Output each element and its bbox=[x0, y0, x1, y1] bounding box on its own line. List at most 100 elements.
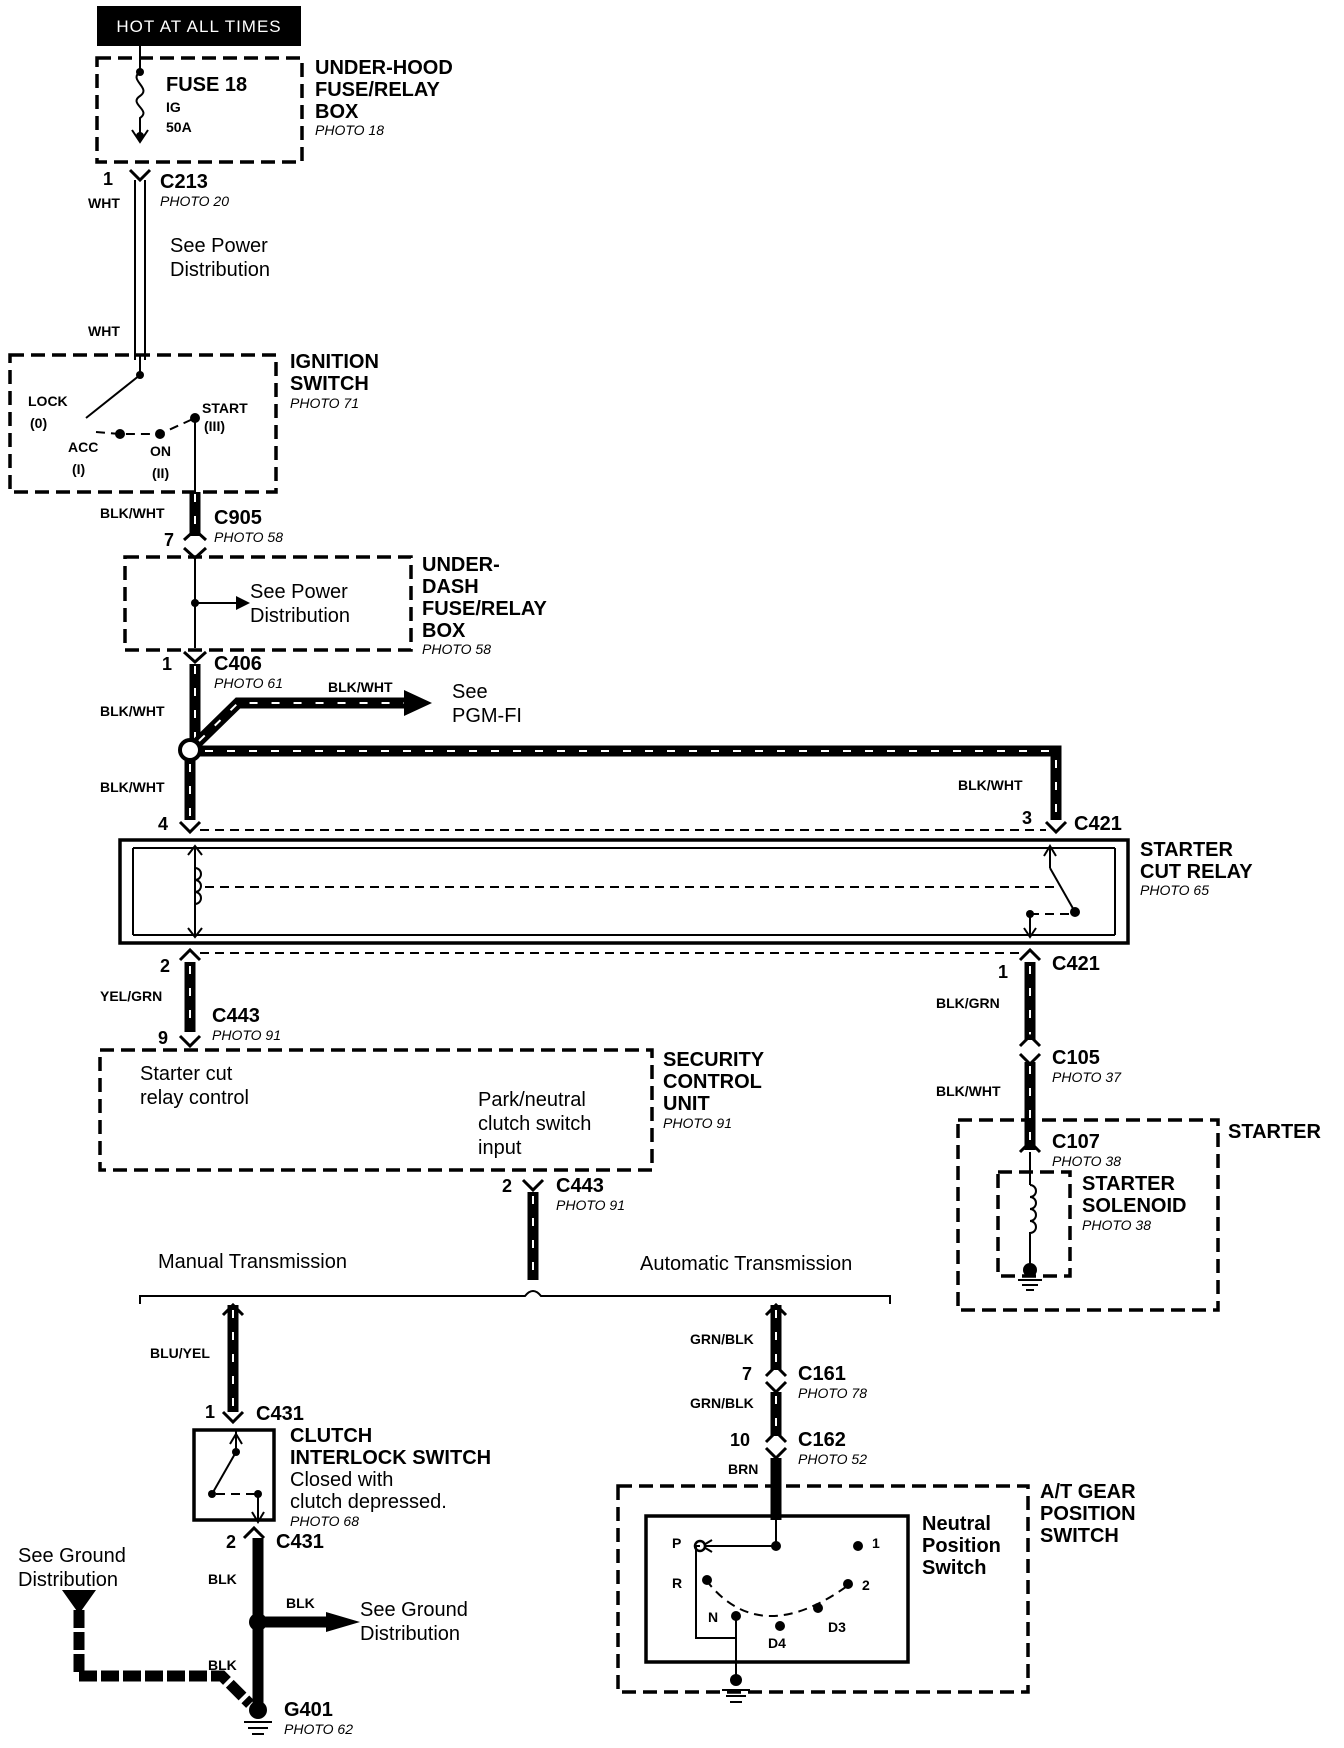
c213-pin: 1 bbox=[103, 169, 113, 189]
underdash-name-1: UNDER- bbox=[422, 554, 500, 576]
starter-solenoid-name-2: SOLENOID bbox=[1082, 1195, 1186, 1217]
clutch-switch-contact bbox=[211, 1451, 237, 1495]
ground-right-note-1: See Ground bbox=[360, 1599, 468, 1621]
pgm-fi-arrow bbox=[404, 690, 432, 716]
ignition-acc-label: ACC bbox=[68, 439, 98, 455]
security-input-3: input bbox=[478, 1137, 522, 1159]
underdash-photo: PHOTO 58 bbox=[422, 641, 491, 657]
c421-bottom-left-pin: 2 bbox=[160, 956, 170, 976]
starter-cut-relay-outline bbox=[118, 838, 1130, 945]
at-switch-name-2: POSITION bbox=[1040, 1503, 1136, 1525]
c421-bottom-right-pin: 1 bbox=[998, 962, 1008, 982]
relay-coil bbox=[194, 867, 202, 905]
ignition-switch-name-2: SWITCH bbox=[290, 373, 369, 395]
ignition-lock-label: LOCK bbox=[28, 393, 68, 409]
underdash-note-1: See Power bbox=[250, 581, 348, 603]
gear-1-label: 1 bbox=[872, 1535, 880, 1551]
gear-d3-label: D3 bbox=[828, 1619, 846, 1635]
c213-connector bbox=[128, 168, 152, 183]
c431-top-connector bbox=[221, 1410, 245, 1425]
gear-selector-arc bbox=[705, 1579, 851, 1617]
underdash-name-4: BOX bbox=[422, 620, 466, 642]
gear-p-label: P bbox=[672, 1535, 681, 1551]
ignition-switch-photo: PHOTO 71 bbox=[290, 395, 359, 411]
c421-bottom-left-wire: YEL/GRN bbox=[100, 988, 162, 1004]
clutch-switch-name-1: CLUTCH bbox=[290, 1425, 372, 1447]
relay-contact bbox=[1049, 867, 1076, 913]
clutch-switch-photo: PHOTO 68 bbox=[290, 1513, 359, 1529]
gear-r-label: R bbox=[672, 1575, 682, 1591]
c421-bottom-right-connector bbox=[1018, 947, 1042, 962]
banner-background bbox=[97, 6, 301, 46]
security-photo: PHOTO 91 bbox=[663, 1115, 732, 1131]
c213-wire-2: WHT bbox=[88, 323, 120, 339]
underdash-name-3: FUSE/RELAY bbox=[422, 598, 548, 620]
starter-name: STARTER bbox=[1228, 1121, 1322, 1143]
c421-bottom-right-wire: BLK/GRN bbox=[936, 995, 1000, 1011]
at-gear-position-switch-outline bbox=[616, 1484, 1030, 1694]
c107-connector bbox=[1018, 1139, 1042, 1154]
c406-pin: 1 bbox=[162, 654, 172, 674]
neutral-switch-name-3: Switch bbox=[922, 1557, 986, 1579]
underhood-fuse-box-outline bbox=[95, 56, 304, 164]
c162-name: C162 bbox=[798, 1429, 846, 1451]
starter-relay-name-1: STARTER bbox=[1140, 839, 1234, 861]
branch-bar bbox=[139, 1290, 891, 1304]
c431-top-pin: 1 bbox=[205, 1402, 215, 1422]
clutch-switch-note-1: Closed with bbox=[290, 1469, 393, 1491]
c421-bottom-left-connector bbox=[178, 947, 202, 962]
starter-solenoid-outline bbox=[996, 1170, 1072, 1278]
c162-photo: PHOTO 52 bbox=[798, 1451, 867, 1467]
c905-photo: PHOTO 58 bbox=[214, 529, 283, 545]
ignition-on-num: (II) bbox=[152, 465, 169, 481]
c443-bottom-connector bbox=[521, 1178, 545, 1193]
underdash-name-2: DASH bbox=[422, 576, 479, 598]
c406-name: C406 bbox=[214, 653, 262, 675]
c213-note-2: Distribution bbox=[170, 259, 270, 281]
banner-text: HOT AT ALL TIMES bbox=[116, 17, 281, 36]
c421-top-left-connector bbox=[178, 820, 202, 835]
starter-solenoid-photo: PHOTO 38 bbox=[1082, 1217, 1151, 1233]
security-relay-control-2: relay control bbox=[140, 1087, 249, 1109]
c421-top-name: C421 bbox=[1074, 813, 1122, 835]
c905-name: C905 bbox=[214, 507, 262, 529]
ground-left-note-2: Distribution bbox=[18, 1569, 118, 1591]
c213-note-1: See Power bbox=[170, 235, 268, 257]
manual-wire: BLU/YEL bbox=[150, 1345, 210, 1361]
at-switch-name-1: A/T GEAR bbox=[1040, 1481, 1136, 1503]
ignition-start-num: (III) bbox=[204, 418, 225, 434]
ignition-acc-num: (I) bbox=[72, 461, 85, 477]
fuse-rating-label: 50A bbox=[166, 119, 192, 135]
starter-relay-name-2: CUT RELAY bbox=[1140, 861, 1253, 883]
auto-wire-2: GRN/BLK bbox=[690, 1395, 754, 1411]
c905-wire: BLK/WHT bbox=[100, 505, 165, 521]
c105-name: C105 bbox=[1052, 1047, 1100, 1069]
c107-photo: PHOTO 38 bbox=[1052, 1153, 1121, 1169]
c213-photo: PHOTO 20 bbox=[160, 193, 229, 209]
manual-wire-blk: BLK bbox=[208, 1571, 237, 1587]
c161-photo: PHOTO 78 bbox=[798, 1385, 867, 1401]
c105-wire: BLK/WHT bbox=[936, 1083, 1001, 1099]
c105-connector bbox=[1018, 1033, 1042, 1048]
auto-wire-1: GRN/BLK bbox=[690, 1331, 754, 1347]
c421-top-right-pin: 3 bbox=[1022, 808, 1032, 828]
security-control-unit-outline bbox=[98, 1048, 654, 1172]
ignition-on-label: ON bbox=[150, 443, 171, 459]
ignition-switch-name-1: IGNITION bbox=[290, 351, 379, 373]
c443-top-name: C443 bbox=[212, 1005, 260, 1027]
c431-bottom-pin: 2 bbox=[226, 1532, 236, 1552]
ignition-start-label: START bbox=[202, 400, 248, 416]
ignition-switch-outline bbox=[8, 353, 278, 494]
c443-top-pin: 9 bbox=[158, 1028, 168, 1048]
gear-d4-label: D4 bbox=[768, 1635, 786, 1651]
at-switch-name-3: SWITCH bbox=[1040, 1525, 1119, 1547]
starter-relay-photo: PHOTO 65 bbox=[1140, 882, 1209, 898]
c107-name: C107 bbox=[1052, 1131, 1100, 1153]
pgm-fi-note-2: PGM-FI bbox=[452, 705, 522, 727]
auto-wire-3: BRN bbox=[728, 1461, 758, 1477]
ground-right-note-2: Distribution bbox=[360, 1623, 460, 1645]
g401-photo: PHOTO 62 bbox=[284, 1721, 353, 1737]
pgm-fi-note-1: See bbox=[452, 681, 488, 703]
neutral-switch-name-1: Neutral bbox=[922, 1513, 991, 1535]
c162-pin: 10 bbox=[730, 1430, 750, 1450]
